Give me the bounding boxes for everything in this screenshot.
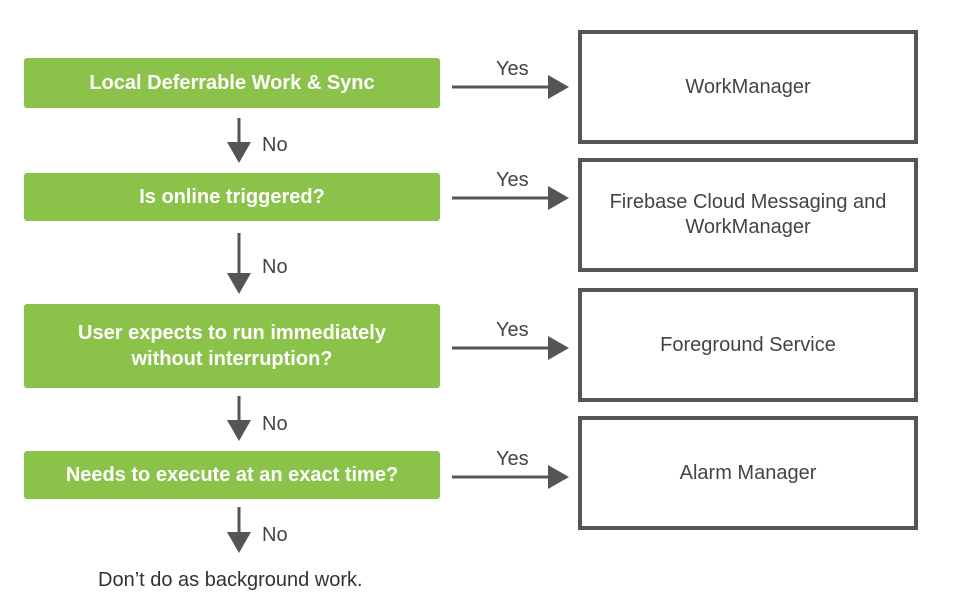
result-label: Foreground Service [660, 333, 836, 356]
question-label: Is online triggered? [139, 186, 325, 208]
yes-label: Yes [496, 319, 529, 341]
yes-label: Yes [496, 448, 529, 470]
result-label: Alarm Manager [679, 461, 817, 484]
question-exact-time: Needs to execute at an exact time? [24, 451, 440, 499]
question-label: Needs to execute at an exact time? [65, 464, 399, 486]
result-label: Firebase Cloud Messaging and WorkManager [609, 191, 887, 238]
yes-label: Yes [496, 58, 529, 80]
question-online-triggered: Is online triggered? [24, 173, 440, 221]
question-run-immediately: User expects to run immediately without … [24, 304, 440, 388]
final-outcome-text: Don’t do as background work. [98, 569, 363, 591]
no-label: No [262, 413, 288, 435]
yes-label: Yes [496, 169, 529, 191]
result-label: WorkManager [685, 75, 811, 98]
result-fcm-workmanager: Firebase Cloud Messaging and WorkManager [578, 158, 918, 272]
question-label: Local Deferrable Work & Sync [89, 72, 375, 94]
no-label: No [262, 134, 288, 156]
result-workmanager: WorkManager [578, 30, 918, 144]
no-label: No [262, 256, 288, 278]
result-alarm-manager: Alarm Manager [578, 416, 918, 530]
no-label: No [262, 524, 288, 546]
question-label: User expects to run immediately without … [78, 322, 386, 370]
question-local-deferrable: Local Deferrable Work & Sync [24, 58, 440, 108]
result-foreground-service: Foreground Service [578, 288, 918, 402]
